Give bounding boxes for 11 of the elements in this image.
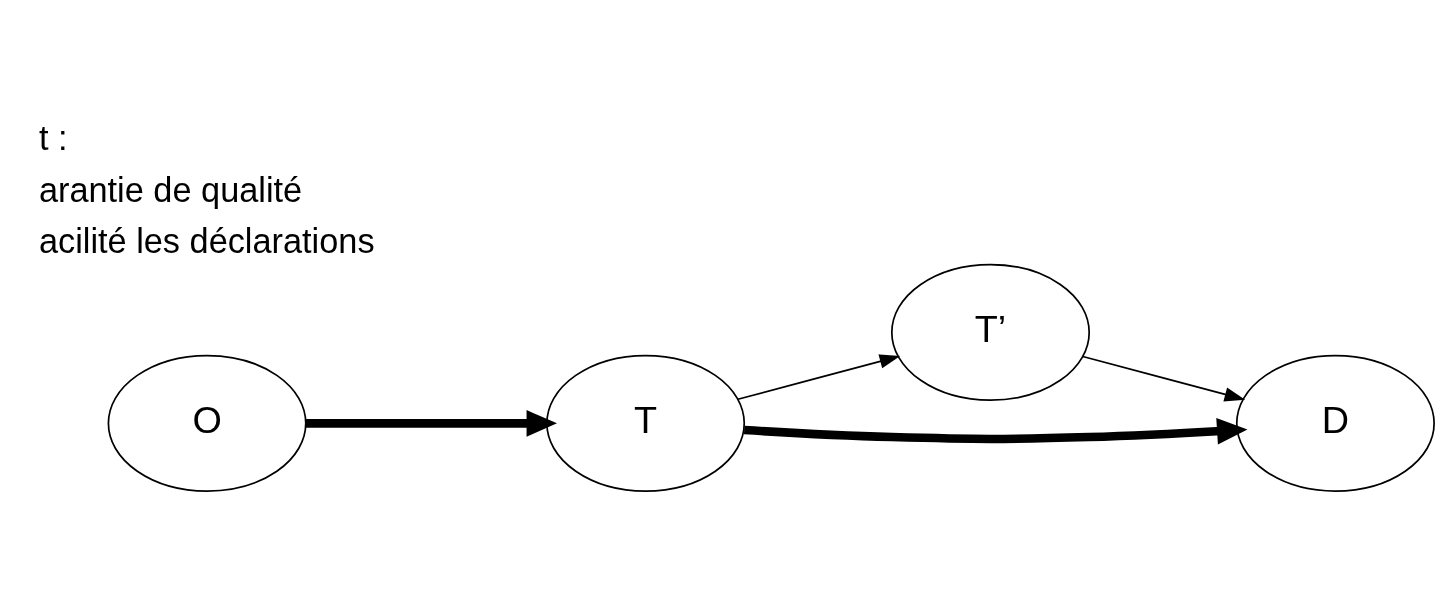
- arrow: [1082, 355, 1246, 401]
- label: arantie de qualité: [38, 170, 303, 209]
- arrow: [305, 409, 557, 437]
- arrow: [737, 353, 901, 400]
- label: acilité les déclarations: [38, 221, 375, 260]
- node-ellipse: T: [546, 354, 746, 492]
- label: t :: [38, 118, 68, 157]
- node-ellipse: O: [107, 354, 307, 492]
- node-ellipse: D: [1235, 354, 1435, 492]
- arrow: [743, 417, 1248, 445]
- node-ellipse: T’: [890, 263, 1091, 401]
